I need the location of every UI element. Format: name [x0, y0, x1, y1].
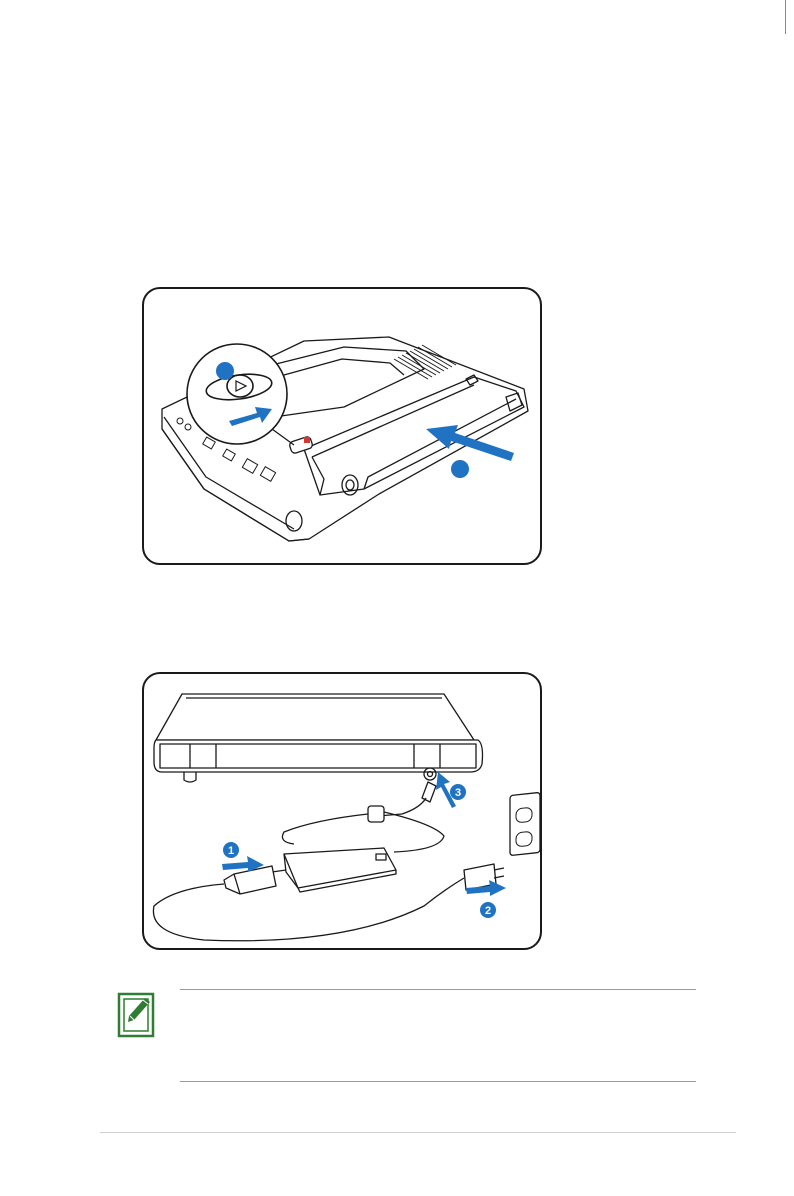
callout-3: 3: [450, 784, 466, 800]
power-connect-illustration: 1 2 3: [144, 674, 540, 948]
battery-install-figure: [142, 287, 542, 565]
power-connect-figure: 1 2 3: [142, 672, 542, 950]
page-edge-mark: [785, 0, 786, 34]
note-bottom-rule: [180, 1081, 696, 1082]
callout-2: 2: [480, 902, 496, 918]
callout-1: 1: [223, 842, 239, 858]
callout-2: [451, 460, 469, 478]
footer-rule: [100, 1132, 736, 1133]
svg-text:2: 2: [485, 905, 491, 917]
note-top-rule: [180, 989, 696, 990]
battery-install-illustration: [144, 289, 540, 563]
svg-text:1: 1: [228, 845, 234, 857]
svg-text:3: 3: [455, 787, 461, 799]
note-pencil-icon: [117, 990, 157, 1038]
callout-1: [216, 362, 234, 380]
